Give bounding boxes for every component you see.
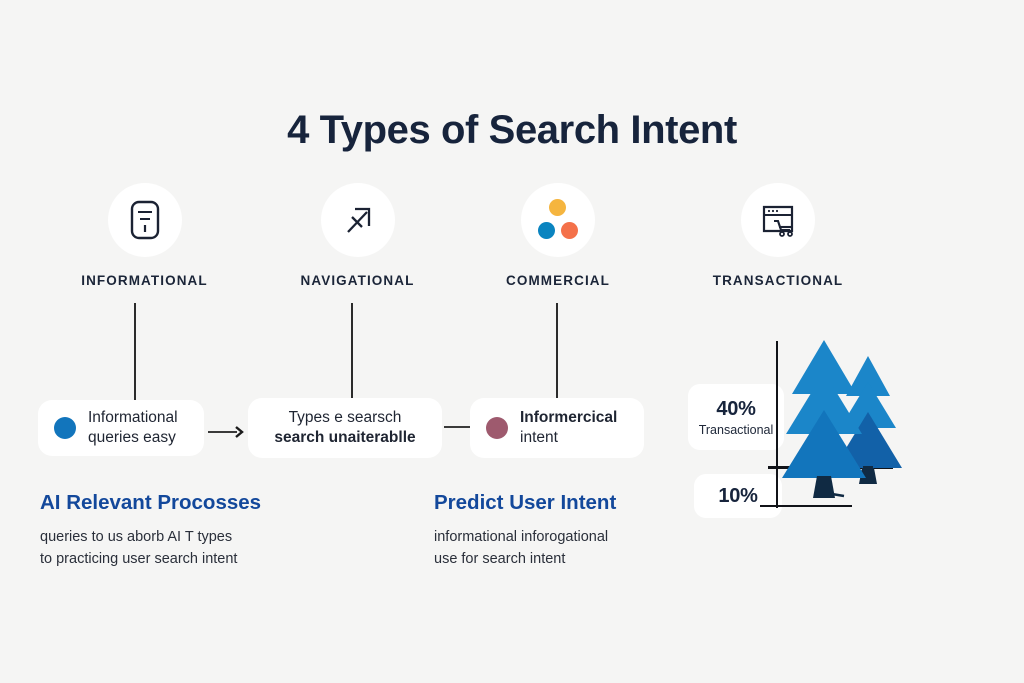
connector-line-card2-card3 <box>444 426 470 428</box>
icon-circle-informational <box>107 183 182 257</box>
category-navigational[interactable]: NAVIGATIONAL <box>275 183 440 288</box>
page-title: 4 Types of Search Intent <box>287 108 737 152</box>
card-line-2: search unaiterablle <box>274 429 416 446</box>
stat-label-transactional: Transactional <box>698 422 774 437</box>
card-text-navigational: Types e searsch search unaiterablle <box>274 408 415 449</box>
category-commercial[interactable]: COMMERCIAL <box>478 183 638 288</box>
three-dots-icon <box>536 199 580 241</box>
arrow-up-right-icon <box>346 207 370 233</box>
card-line-1: Types e searsch <box>288 408 402 426</box>
category-label-transactional: TRANSACTIONAL <box>712 273 844 288</box>
body-ai-relevant-processes: queries to us aborb AI T types to practi… <box>40 529 238 568</box>
heading-ai-relevant-processes: AI Relevant Procosses <box>40 491 262 514</box>
axis-vertical-line <box>776 341 778 508</box>
card-line-2: queries easy <box>88 429 176 446</box>
stat-value-40: 40% <box>716 397 756 420</box>
arrow-right-icon <box>208 426 244 438</box>
card-dot-mauve-icon <box>486 417 508 439</box>
card-dot-blue-icon <box>54 417 76 439</box>
body-predict-user-intent: informational inforogational use for sea… <box>434 529 609 568</box>
icon-circle-commercial <box>521 183 595 257</box>
connector-line-navigational <box>351 303 353 398</box>
heading-predict-user-intent: Predict User Intent <box>434 491 617 514</box>
stat-badge-secondary: 10% <box>694 474 782 518</box>
stat-badge-transactional: 40% Transactional <box>688 384 784 450</box>
browser-cart-icon <box>762 205 794 237</box>
connector-line-commercial <box>556 303 558 398</box>
pine-trees-graphic <box>782 340 902 498</box>
category-transactional[interactable]: TRANSACTIONAL <box>692 183 864 288</box>
connector-line-informational <box>134 303 136 400</box>
card-line-1: Informational <box>88 408 178 426</box>
category-label-informational: INFORMATIONAL <box>81 273 208 288</box>
pine-tree-large <box>782 340 866 498</box>
card-text-informational: Informational queries easy <box>88 408 178 449</box>
category-label-commercial: COMMERCIAL <box>506 273 610 288</box>
document-info-icon <box>130 200 159 240</box>
icon-circle-navigational <box>320 183 395 257</box>
dot-orange-icon <box>561 222 578 239</box>
category-informational[interactable]: INFORMATIONAL <box>62 183 227 288</box>
card-commercial[interactable]: Informercical intent <box>470 398 644 458</box>
card-navigational[interactable]: Types e searsch search unaiterablle <box>248 398 442 458</box>
card-informational[interactable]: Informational queries easy <box>38 400 204 456</box>
category-label-navigational: NAVIGATIONAL <box>300 273 415 288</box>
dot-blue-icon <box>538 222 555 239</box>
card-line-1: Informercical <box>520 408 618 426</box>
card-text-commercial: Informercical intent <box>520 408 617 449</box>
dot-yellow-icon <box>549 199 566 216</box>
axis-horizontal-line-lower <box>760 505 852 507</box>
stat-value-10: 10% <box>718 484 758 507</box>
icon-circle-transactional <box>741 183 815 257</box>
card-line-2: intent <box>520 429 558 446</box>
